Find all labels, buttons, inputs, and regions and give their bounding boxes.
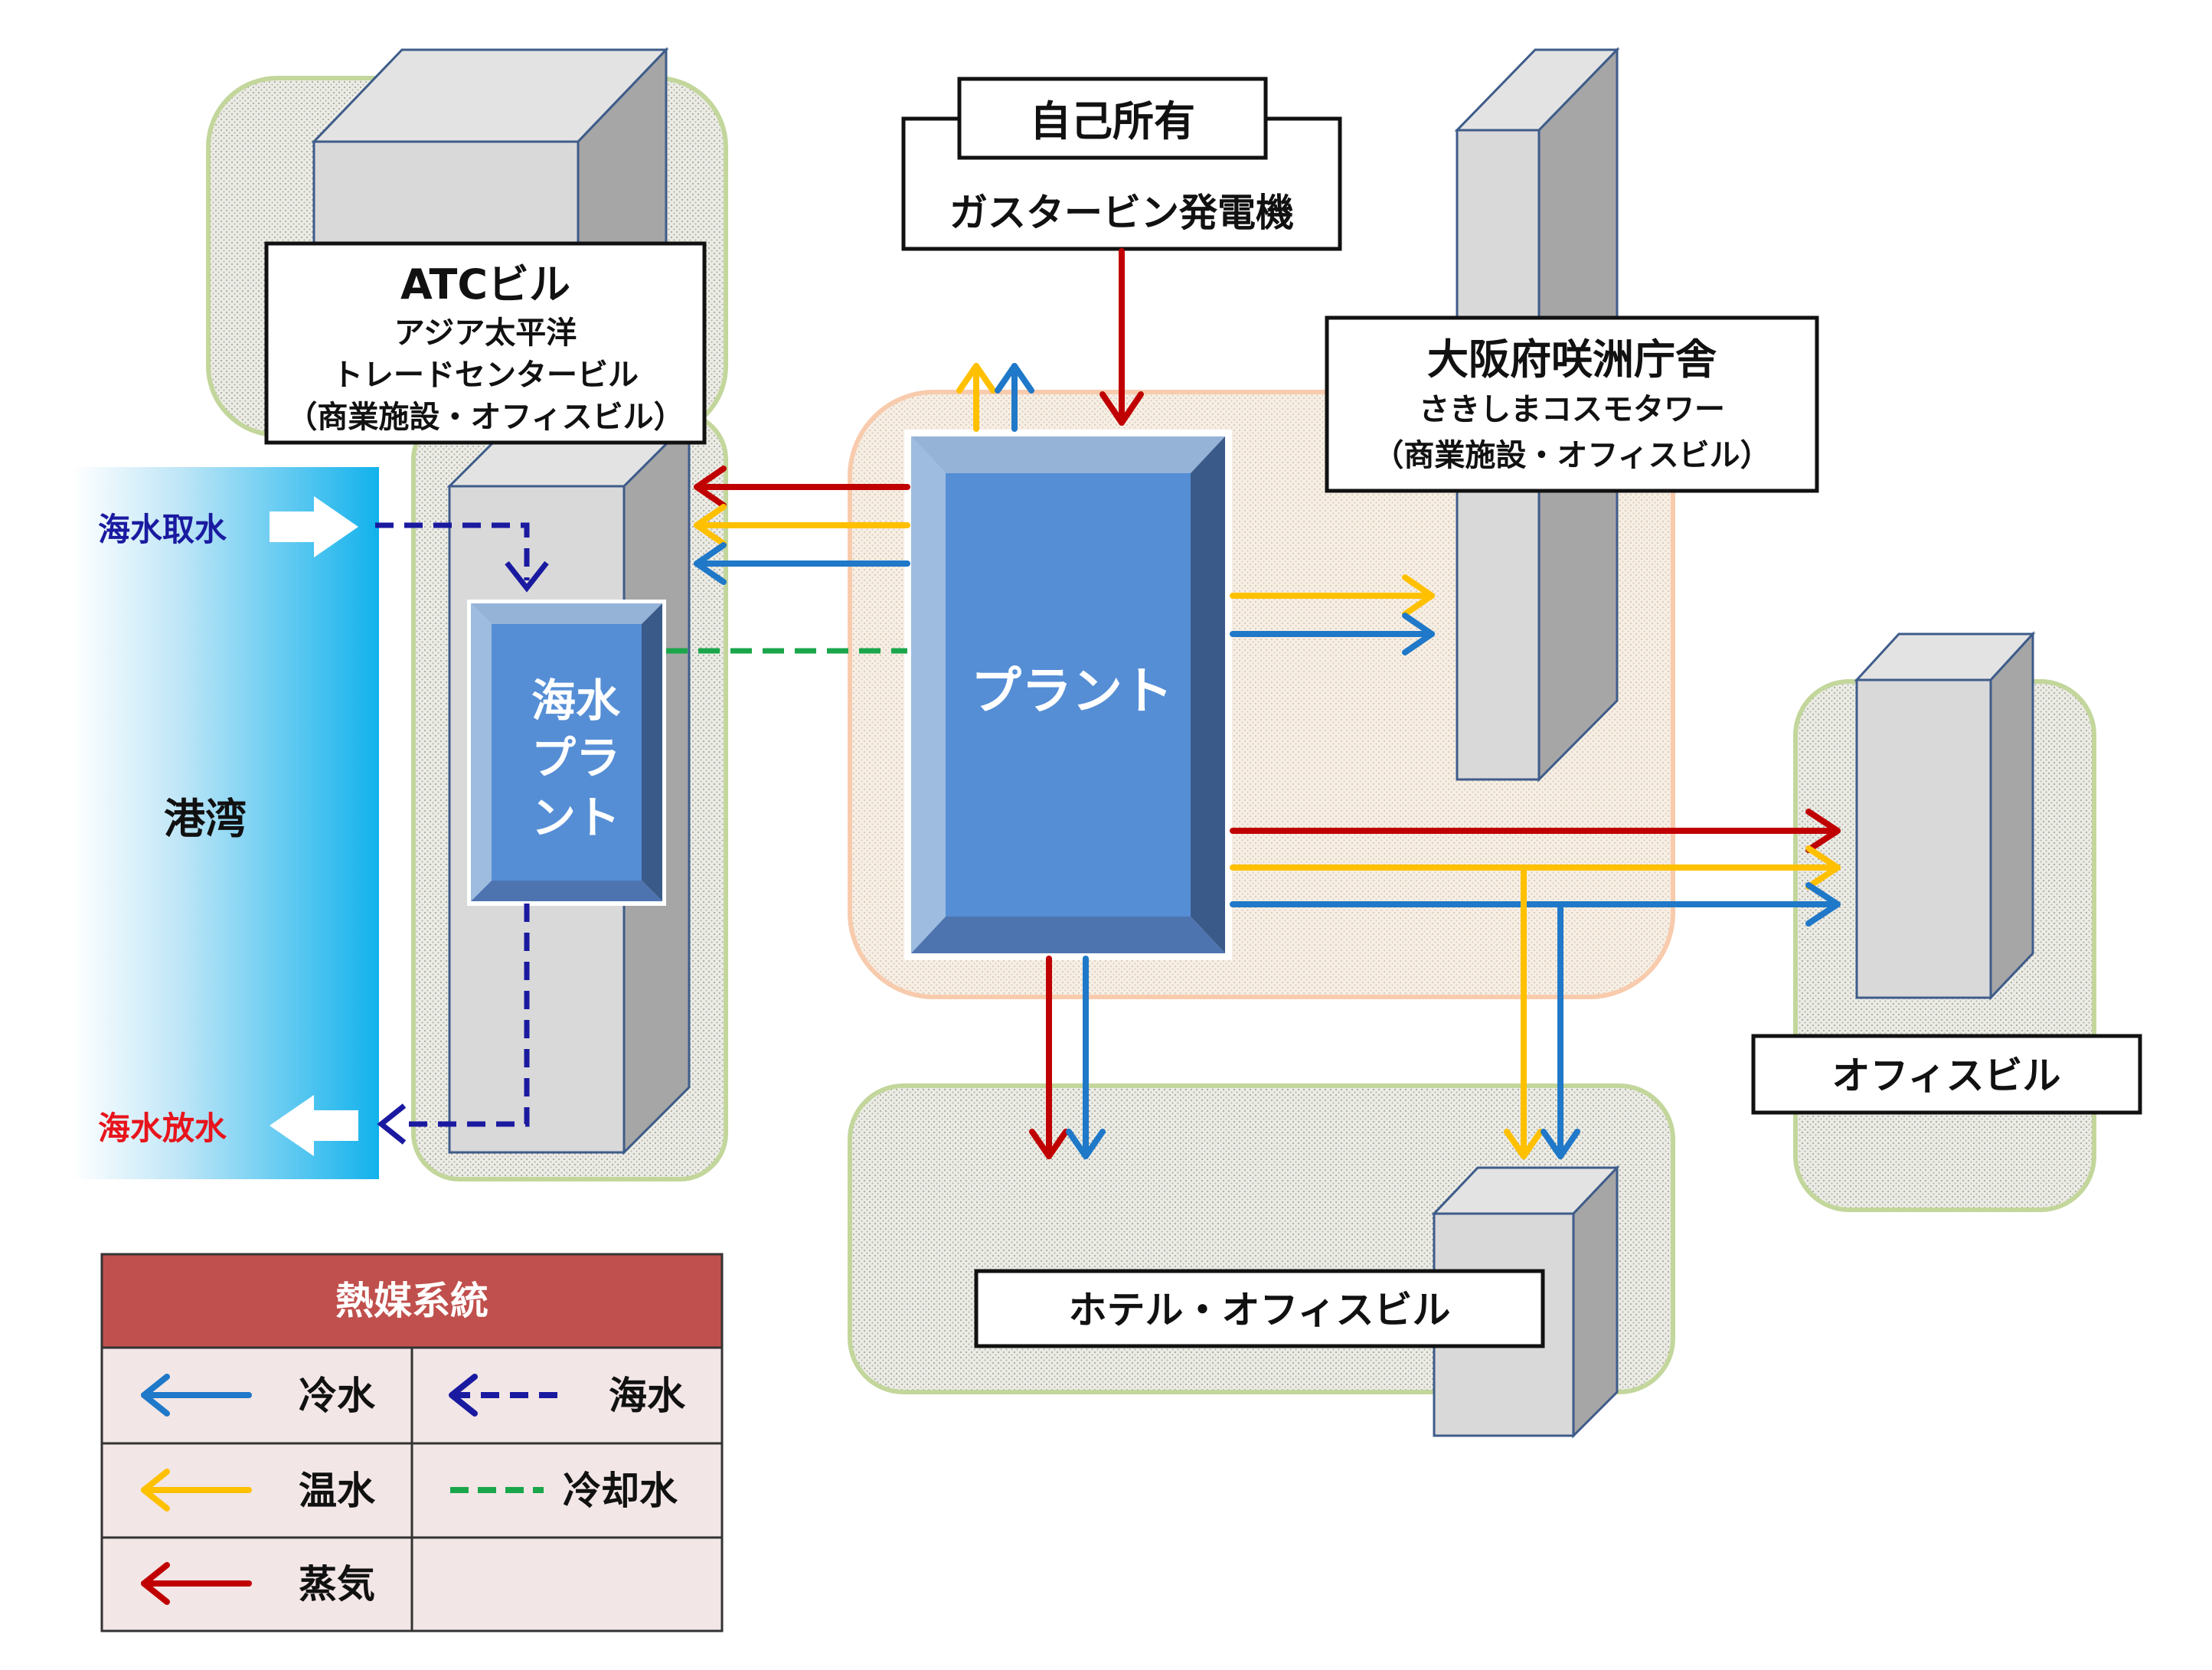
generator-subtitle: ガスタービン発電機 — [949, 191, 1294, 235]
legend-item-2: 温水 — [299, 1469, 376, 1513]
legend-item-4: 蒸気 — [299, 1562, 375, 1606]
plant-label: プラント — [971, 662, 1173, 721]
office-label-box: オフィスビル — [1751, 1034, 2142, 1115]
atc-label-box: ATCビル アジア太平洋 トレードセンタービル （商業施設・オフィスビル） — [264, 241, 707, 445]
discharge-arrow-icon — [270, 1095, 358, 1156]
intake-label: 海水取水 — [98, 511, 227, 548]
sakishima-supply-arrows — [1230, 574, 1435, 655]
legend-chilled-water-icon — [141, 1374, 252, 1417]
hotel-down-arrows — [1029, 956, 1106, 1159]
legend-seawater-icon — [449, 1374, 559, 1417]
discharge-label: 海水放水 — [98, 1110, 227, 1147]
legend-steam-icon — [141, 1562, 252, 1605]
atc-line3: （商業施設・オフィスビル） — [286, 400, 684, 435]
legend-item-3: 冷却水 — [563, 1469, 678, 1513]
atc-supply-arrows — [694, 466, 910, 585]
hotel-label: ホテル・オフィスビル — [1069, 1288, 1451, 1332]
generator-title: 自己所有 — [1030, 97, 1195, 145]
seawater-plant: 海水 プラ ント — [467, 600, 666, 906]
seawater-plant-line3: ント — [531, 792, 620, 844]
atc-line1: アジア太平洋 — [394, 315, 577, 351]
harbor-area — [73, 467, 379, 1179]
atc-line2: トレードセンタービル — [332, 358, 639, 393]
intake-arrow-icon — [270, 496, 358, 557]
seawater-flow — [375, 522, 530, 1127]
office-supply-arrows — [1230, 809, 1841, 1159]
legend-title: 熱媒系統 — [335, 1279, 488, 1323]
legend: 熱媒系統 冷水 海水 温水 冷却水 蒸気 — [100, 1253, 724, 1632]
atc-name: ATCビル — [400, 260, 570, 309]
sakishima-line2: （商業施設・オフィスビル） — [1373, 438, 1770, 473]
atc-building-upper — [311, 47, 669, 254]
seawater-intake-arrowhead-icon — [505, 560, 549, 593]
sakishima-label-box: 大阪府咲洲庁舎 さきしまコスモタワー （商業施設・オフィスビル） — [1325, 315, 1819, 493]
seawater-discharge-arrowhead-icon — [377, 1103, 407, 1145]
generator-steam-arrow — [1099, 248, 1144, 426]
main-plant: プラント — [904, 430, 1232, 960]
legend-item-1: 海水 — [609, 1374, 686, 1418]
sakishima-name: 大阪府咲洲庁舎 — [1427, 335, 1717, 384]
plant-top-arrows — [956, 363, 1034, 432]
office-building — [1854, 631, 2036, 1001]
seawater-plant-line1: 海水 — [531, 675, 621, 727]
seawater-plant-line2: プラ — [531, 732, 620, 784]
office-label: オフィスビル — [1832, 1054, 2061, 1098]
generator-label-box: 自己所有 ガスタービン発電機 — [901, 77, 1342, 251]
legend-hot-water-icon — [141, 1469, 252, 1511]
sakishima-line1: さきしまコスモタワー — [1419, 392, 1725, 427]
hotel-label-box: ホテル・オフィスビル — [974, 1269, 1545, 1348]
legend-item-0: 冷水 — [299, 1374, 376, 1418]
harbor-label: 港湾 — [164, 795, 247, 843]
